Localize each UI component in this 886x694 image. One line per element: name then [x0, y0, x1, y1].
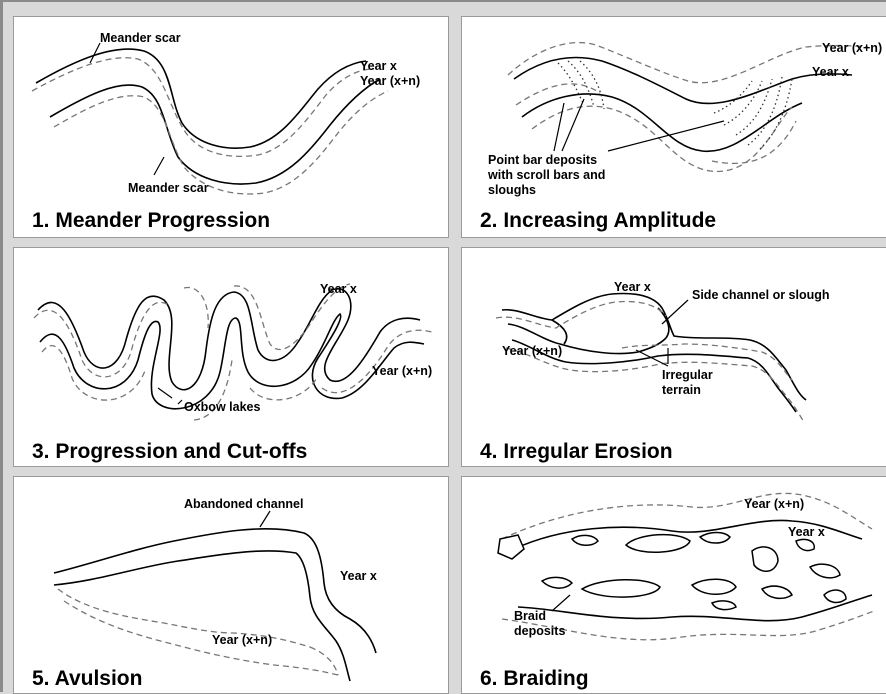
year-x-label: Year x: [788, 525, 825, 540]
abandoned-channel-label: Abandoned channel: [184, 497, 303, 512]
progression-cutoffs-drawing: [14, 248, 449, 467]
braid-deposits-label: Braid deposits: [514, 609, 565, 639]
panel-braiding: Year (x+n) Year x Braid deposits 6. Brai…: [461, 476, 886, 694]
meander-scar-top-label: Meander scar: [100, 31, 181, 46]
panel-meander-progression: Meander scar Meander scar Year x Year (x…: [13, 16, 449, 238]
year-x-label: Year x: [320, 282, 357, 297]
panel-4-caption: 4. Irregular Erosion: [480, 440, 673, 464]
irregular-terrain-label: Irregular terrain: [662, 368, 713, 398]
year-xn-label: Year (x+n): [744, 497, 804, 512]
year-x-label: Year x: [340, 569, 377, 584]
year-xn-label: Year (x+n): [372, 364, 432, 379]
year-xn-label: Year (x+n): [502, 344, 562, 359]
panel-6-caption: 6. Braiding: [480, 667, 589, 691]
meander-progression-drawing: [14, 17, 449, 238]
panel-increasing-amplitude: Year (x+n) Year x Point bar deposits wit…: [461, 16, 886, 238]
year-xn-label: Year (x+n): [822, 41, 882, 56]
year-xn-label: Year (x+n): [360, 74, 420, 89]
year-x-label: Year x: [614, 280, 651, 295]
panel-1-caption: 1. Meander Progression: [32, 209, 270, 233]
year-xn-label: Year (x+n): [212, 633, 272, 648]
braiding-drawing: [462, 477, 886, 694]
panel-avulsion: Abandoned channel Year x Year (x+n) 5. A…: [13, 476, 449, 694]
panel-3-caption: 3. Progression and Cut-offs: [32, 440, 307, 464]
year-x-label: Year x: [360, 59, 397, 74]
oxbow-lakes-label: Oxbow lakes: [184, 400, 260, 415]
side-channel-label: Side channel or slough: [692, 288, 830, 303]
year-x-label: Year x: [812, 65, 849, 80]
panel-5-caption: 5. Avulsion: [32, 667, 142, 691]
meander-scar-bottom-label: Meander scar: [128, 181, 209, 196]
panel-progression-cutoffs: Year x Year (x+n) Oxbow lakes 3. Progres…: [13, 247, 449, 467]
panel-2-caption: 2. Increasing Amplitude: [480, 209, 716, 233]
panel-irregular-erosion: Year x Side channel or slough Year (x+n)…: [461, 247, 886, 467]
point-bar-deposits-label: Point bar deposits with scroll bars and …: [488, 153, 605, 198]
